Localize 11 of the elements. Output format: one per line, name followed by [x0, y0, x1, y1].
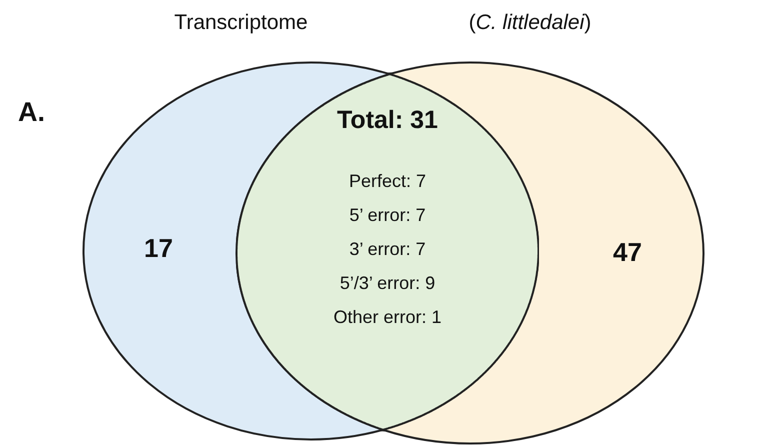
- total-count: Total: 31: [337, 105, 438, 136]
- error-count: Perfect: 7: [348, 170, 426, 192]
- set-title: Transcriptome: [173, 10, 309, 36]
- error-count: Other error: 1: [333, 306, 442, 328]
- count-value: 47: [613, 236, 642, 269]
- error-count: 5’/3’ error: 9: [340, 272, 436, 294]
- error-count: 3’ error: 7: [349, 238, 426, 260]
- error-count: 5’ error: 7: [349, 204, 426, 226]
- count-value: 17: [144, 232, 173, 265]
- set-title: (C. littledalei): [468, 10, 592, 36]
- panel-label: A.: [18, 96, 45, 129]
